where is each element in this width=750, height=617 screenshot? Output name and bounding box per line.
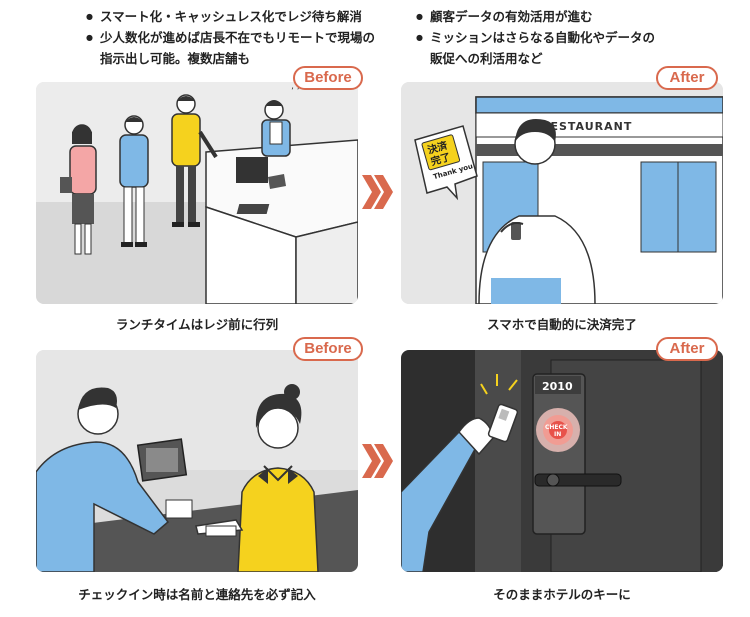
payment-illustration: RESTAURANT 決済 完了 Thank you [401, 82, 723, 304]
after-tag: After [656, 66, 718, 90]
before-tag: Before [293, 337, 363, 361]
checkin-illustration [36, 350, 358, 572]
checkin-label: CHECK [545, 424, 568, 431]
bullet-item: 少人数化が進めば店長不在でもリモートで現場の [86, 27, 375, 48]
checkin-label: IN [554, 431, 561, 438]
after-tag: After [656, 337, 718, 361]
before-tag: Before [293, 66, 363, 90]
hotel-key-illustration: 2010 CHECK IN [401, 350, 723, 572]
double-chevron-right-icon [362, 175, 393, 209]
bullet-item: 顧客データの有効活用が進む [416, 6, 655, 27]
bullet-item: スマート化・キャッシュレス化でレジ待ち解消 [86, 6, 375, 27]
svg-text:ʼ ʼ: ʼ ʼ [291, 87, 300, 97]
benefits-list-right: 顧客データの有効活用が進む ミッションはさらなる自動化やデータの 販促への利活用… [416, 6, 655, 69]
panel-lunch-queue: ʼ ʼ [36, 82, 358, 304]
bullet-item: ミッションはさらなる自動化やデータの [416, 27, 655, 48]
panel-hotel-checkin [36, 350, 358, 572]
benefits-list-left: スマート化・キャッシュレス化でレジ待ち解消 少人数化が進めば店長不在でもリモート… [86, 6, 375, 69]
panel-caption: チェックイン時は名前と連絡先を必ず記入 [78, 587, 316, 602]
panel-caption: スマホで自動的に決済完了 [487, 317, 637, 332]
double-chevron-right-icon [362, 444, 393, 478]
room-number: 2010 [542, 380, 573, 393]
restaurant-sign: RESTAURANT [541, 120, 632, 133]
panel-smartphone-key: 2010 CHECK IN [401, 350, 723, 572]
panel-caption: ランチタイムはレジ前に行列 [115, 317, 279, 332]
bullet-continuation: 指示出し可能。複数店舗も [100, 51, 251, 66]
panel-caption: そのままホテルのキーに [493, 587, 631, 602]
queue-illustration: ʼ ʼ [36, 82, 358, 304]
bullet-continuation: 販促への利活用など [430, 51, 543, 66]
panel-smartphone-payment: RESTAURANT 決済 完了 Thank you [401, 82, 723, 304]
